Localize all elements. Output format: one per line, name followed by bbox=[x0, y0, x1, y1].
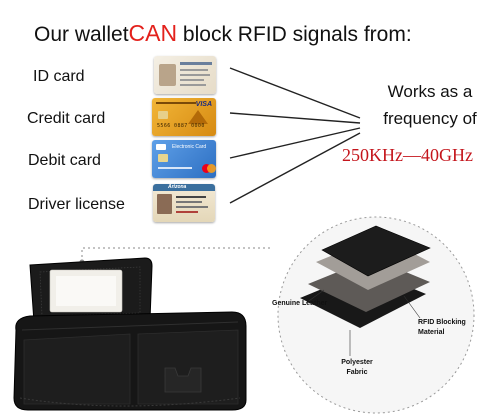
detail-pointer-line bbox=[81, 247, 272, 262]
wallet-id-card bbox=[56, 276, 116, 306]
connector-line-credit bbox=[229, 112, 361, 124]
leader-line-leather bbox=[305, 289, 325, 304]
license-text-line bbox=[176, 196, 206, 198]
layer-label-rfid: RFID Blocking Material bbox=[418, 319, 466, 336]
layer-detail-circle bbox=[277, 216, 475, 414]
headline: Our walletCAN block RFID signals from: bbox=[34, 20, 412, 47]
debit-bank: Electronic Card bbox=[172, 144, 207, 150]
id-text-line bbox=[180, 74, 210, 76]
connector-line-debit bbox=[229, 127, 361, 159]
card-label-id: ID card bbox=[33, 68, 85, 85]
mastercard-right-icon bbox=[207, 164, 216, 173]
id-text-line bbox=[180, 84, 206, 86]
id-photo bbox=[159, 64, 176, 86]
license-photo bbox=[157, 194, 172, 214]
wallet-image bbox=[13, 257, 247, 411]
headline-highlight: CAN bbox=[128, 20, 178, 46]
id-text-line bbox=[180, 62, 212, 65]
leader-line-rfid bbox=[403, 295, 421, 319]
layer-label-fabric: Polyester Fabric bbox=[341, 359, 373, 376]
license-state: Arizona bbox=[168, 184, 187, 190]
credit-top-line bbox=[156, 102, 196, 104]
id-text-line bbox=[180, 79, 204, 81]
bank-logo-icon bbox=[156, 144, 166, 150]
driver-license-image: Arizona bbox=[153, 184, 215, 222]
wallet-stitching bbox=[39, 266, 141, 317]
credit-brand: VISA bbox=[195, 101, 212, 108]
connector-line-driver bbox=[229, 132, 361, 204]
chip-icon bbox=[158, 111, 168, 119]
frequency-line-2: frequency of bbox=[383, 109, 477, 128]
wallet-card-slot bbox=[164, 367, 202, 393]
credit-number: 5566 0887 0000 bbox=[157, 123, 205, 129]
chip-icon bbox=[158, 154, 168, 162]
wallet-right-pocket bbox=[137, 329, 239, 405]
layer-label-leather: Genuine Leather bbox=[272, 300, 328, 307]
headline-suffix: block RFID signals from: bbox=[177, 23, 412, 46]
license-text-line bbox=[176, 206, 208, 208]
id-card-image bbox=[154, 56, 216, 94]
frequency-description: Works as a frequency of bbox=[371, 78, 489, 132]
frequency-range: 250KHz—40GHz bbox=[342, 145, 473, 165]
card-label-debit: Debit card bbox=[28, 152, 101, 169]
debit-card-image: Electronic Card bbox=[152, 140, 216, 178]
layer-leather-shape bbox=[321, 225, 431, 277]
credit-card-image: VISA 5566 0887 0000 bbox=[152, 98, 216, 136]
mastercard-left-icon bbox=[202, 164, 211, 173]
headline-prefix: Our wallet bbox=[34, 23, 129, 46]
wallet-bottom-stitching bbox=[19, 397, 241, 407]
connector-line-id bbox=[229, 67, 361, 119]
wallet-left-pocket bbox=[23, 333, 131, 405]
license-header-band bbox=[153, 184, 215, 191]
card-label-driver: Driver license bbox=[28, 196, 125, 213]
frequency-line-1: Works as a bbox=[387, 82, 473, 101]
wallet-fold-line bbox=[21, 321, 239, 331]
debit-number-line bbox=[158, 167, 192, 169]
card-label-credit: Credit card bbox=[27, 110, 106, 127]
id-text-line bbox=[180, 69, 208, 71]
license-text-line bbox=[176, 211, 198, 213]
license-text-line bbox=[176, 201, 202, 203]
